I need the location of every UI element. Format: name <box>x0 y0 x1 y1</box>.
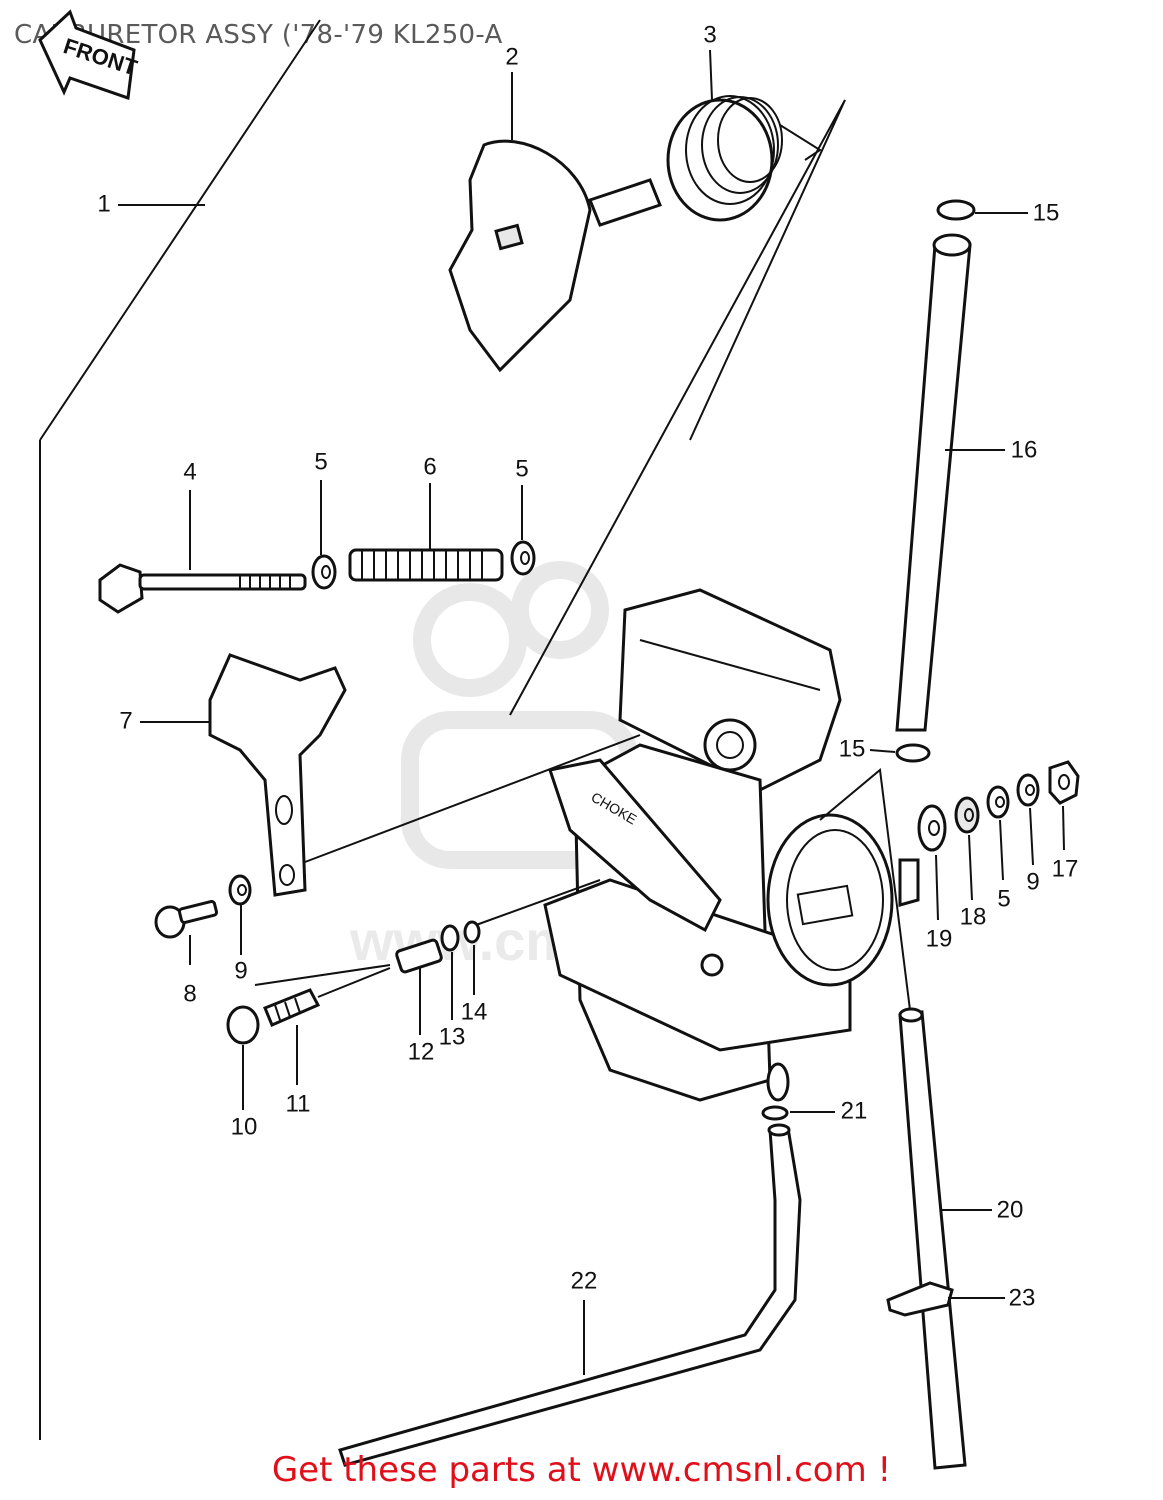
part-4-adjust-screw <box>98 563 307 614</box>
part-15-clip-top <box>936 199 976 221</box>
leader-7-to-body <box>304 734 641 863</box>
callout-23: 23 <box>1009 1284 1036 1311</box>
callout-leaders <box>118 49 1065 1375</box>
front-arrow-icon: FRONT <box>38 9 141 101</box>
part-8-screw <box>154 899 219 939</box>
callout-9-right: 9 <box>1026 868 1039 895</box>
carburetor-body: CHOKE <box>543 588 920 1102</box>
part-20-overflow-tube <box>898 1007 967 1470</box>
callout-12: 12 <box>408 1038 435 1065</box>
leader-15-lines <box>819 768 911 1011</box>
part-7-bracket <box>208 653 347 897</box>
part-5-washer-small <box>986 785 1010 819</box>
part-3-coil-spring <box>666 95 822 222</box>
callout-16: 16 <box>1011 436 1038 463</box>
callout-14: 14 <box>461 998 488 1025</box>
callout-15-top: 15 <box>1033 199 1060 226</box>
callout-numbers: 1 2 3 15 16 4 5 6 5 7 15 8 9 19 18 5 9 1… <box>97 21 1078 1311</box>
callout-21: 21 <box>841 1097 868 1124</box>
callout-11: 11 <box>286 1090 311 1117</box>
part-13-washer <box>440 924 460 952</box>
callout-20: 20 <box>997 1196 1024 1223</box>
part-22-drain-tube <box>338 1123 802 1467</box>
callout-5-small: 5 <box>997 885 1010 912</box>
part-15-clip-mid <box>895 743 931 763</box>
part-23-clamp <box>886 1281 954 1317</box>
callout-4: 4 <box>183 458 196 485</box>
part-11-needle-screw <box>263 967 391 1027</box>
callout-2: 2 <box>505 43 518 70</box>
part-5-washer-right <box>510 540 536 576</box>
leader-14-to-body <box>475 879 601 926</box>
part-18-ring <box>954 796 980 834</box>
callout-7: 7 <box>119 707 132 734</box>
part-17-nut <box>1048 760 1080 805</box>
callout-3: 3 <box>703 21 716 48</box>
callout-18: 18 <box>960 903 987 930</box>
callout-13: 13 <box>439 1023 466 1050</box>
part-12-spring-small <box>395 938 443 974</box>
callout-22: 22 <box>571 1267 598 1294</box>
part-6-spring <box>348 548 504 582</box>
callout-5-left: 5 <box>314 448 327 475</box>
footer-promo-link[interactable]: Get these parts at www.cmsnl.com ! <box>271 1450 892 1490</box>
callout-6: 6 <box>423 453 436 480</box>
part-2-choke-plate <box>448 139 662 373</box>
part-9-washer-left <box>228 874 252 906</box>
part-19-washer <box>917 804 947 852</box>
callout-17: 17 <box>1052 855 1079 882</box>
part-9-washer-right <box>1016 773 1040 807</box>
frame-line-diag <box>39 19 321 441</box>
callout-8: 8 <box>183 980 196 1007</box>
leader-11-axis <box>254 964 391 986</box>
part-21-clip <box>761 1105 789 1121</box>
callout-15-mid: 15 <box>839 735 866 762</box>
callout-1: 1 <box>97 190 110 217</box>
callout-19: 19 <box>926 925 953 952</box>
part-16-vent-tube <box>895 233 972 732</box>
part-14-o-ring <box>463 920 481 944</box>
callout-5-right: 5 <box>515 455 528 482</box>
part-5-washer-left <box>311 554 337 590</box>
callout-10: 10 <box>231 1113 258 1140</box>
guide-line-top <box>509 99 846 716</box>
part-10-cap <box>226 1005 260 1045</box>
callout-9-left: 9 <box>234 957 247 984</box>
